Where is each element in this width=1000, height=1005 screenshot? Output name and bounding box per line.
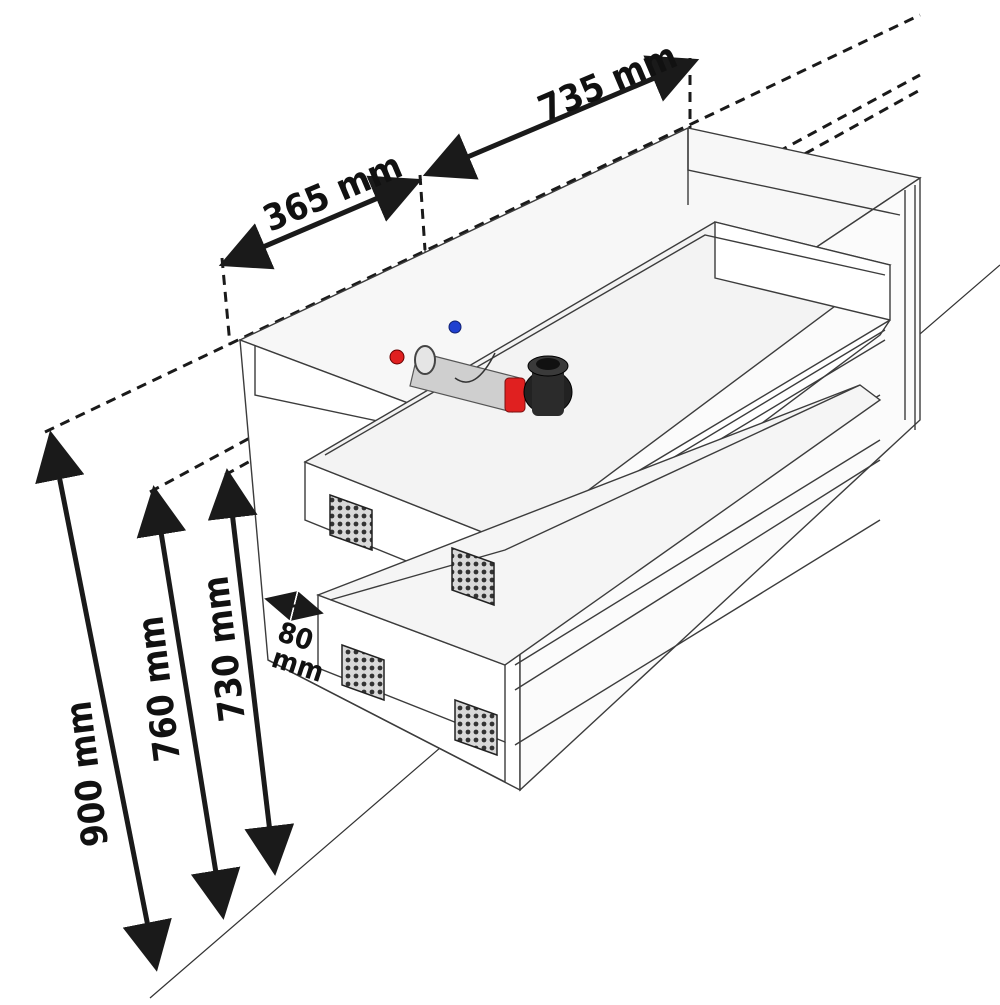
dim-730-label: 730 mm [195, 574, 254, 724]
red-water-inlet-icon [389, 349, 405, 365]
arrow-365 [218, 175, 423, 270]
dim-735-label: 735 mm [532, 35, 683, 130]
siphon-trap [523, 355, 573, 416]
drawer-slide-brackets [329, 493, 498, 757]
arrow-80 [264, 591, 324, 621]
drain-siphon-assembly [389, 320, 573, 416]
bracket-lower-left [341, 643, 385, 702]
bracket-upper-right [451, 546, 495, 607]
arrow-735 [422, 55, 700, 180]
dimension-arrows [35, 55, 700, 972]
pipe-end-cap [414, 345, 436, 375]
blue-water-inlet-icon [448, 320, 462, 334]
arrow-730 [207, 468, 295, 876]
red-coupling [504, 377, 526, 413]
bracket-upper-left [329, 493, 373, 552]
bracket-lower-right [454, 698, 498, 757]
